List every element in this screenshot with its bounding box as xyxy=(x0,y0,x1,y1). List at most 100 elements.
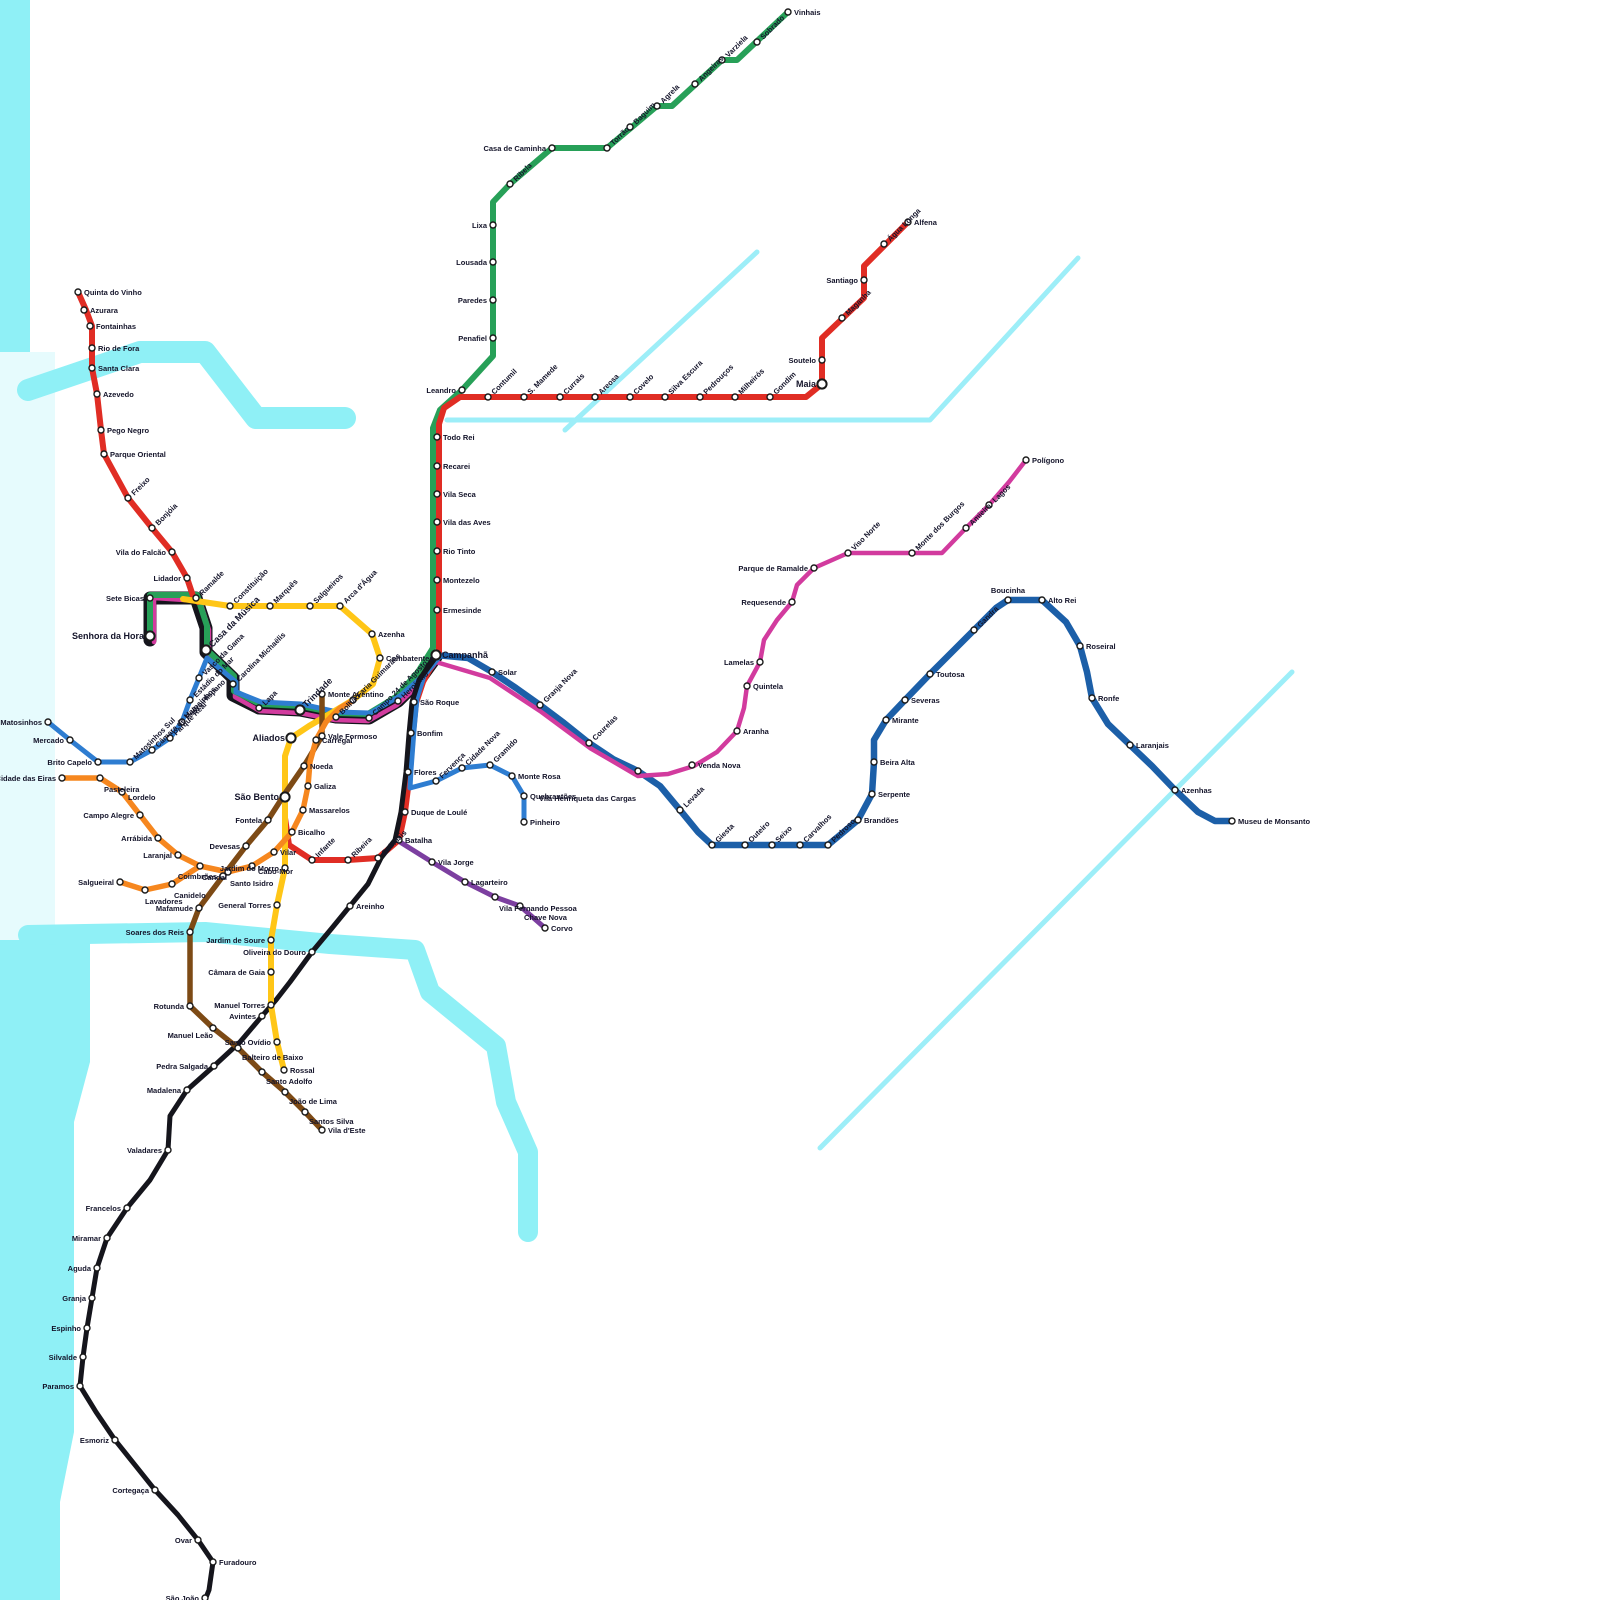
station-marker[interactable] xyxy=(901,696,909,704)
station-marker[interactable] xyxy=(209,1558,217,1566)
station-marker[interactable] xyxy=(164,1146,172,1154)
station-marker[interactable] xyxy=(88,344,96,352)
station-marker[interactable] xyxy=(74,288,82,296)
station-marker[interactable] xyxy=(186,1002,194,1010)
station-marker[interactable] xyxy=(433,576,441,584)
station-marker[interactable] xyxy=(516,902,524,910)
station-marker[interactable] xyxy=(1004,596,1012,604)
station-marker[interactable] xyxy=(88,1294,96,1302)
station-marker[interactable] xyxy=(816,378,828,390)
station-marker[interactable] xyxy=(118,788,126,796)
station-marker[interactable] xyxy=(148,524,156,532)
station-marker[interactable] xyxy=(96,774,104,782)
station-marker[interactable] xyxy=(166,734,174,742)
station-marker[interactable] xyxy=(93,1264,101,1272)
station-marker[interactable] xyxy=(585,739,593,747)
station-marker[interactable] xyxy=(168,548,176,556)
station-marker[interactable] xyxy=(626,123,634,131)
station-marker[interactable] xyxy=(488,668,496,676)
station-marker[interactable] xyxy=(288,828,296,836)
station-marker[interactable] xyxy=(548,144,556,152)
station-marker[interactable] xyxy=(111,1436,119,1444)
station-marker[interactable] xyxy=(219,872,227,880)
station-marker[interactable] xyxy=(1088,694,1096,702)
station-marker[interactable] xyxy=(368,630,376,638)
station-marker[interactable] xyxy=(123,1204,131,1212)
station-marker[interactable] xyxy=(210,1062,218,1070)
station-marker[interactable] xyxy=(508,772,516,780)
station-marker[interactable] xyxy=(854,816,862,824)
station-marker[interactable] xyxy=(183,1086,191,1094)
station-marker[interactable] xyxy=(520,818,528,826)
station-marker[interactable] xyxy=(86,322,94,330)
station-marker[interactable] xyxy=(489,334,497,342)
station-marker[interactable] xyxy=(318,732,326,740)
station-marker[interactable] xyxy=(174,851,182,859)
station-marker[interactable] xyxy=(264,816,272,824)
station-marker[interactable] xyxy=(962,524,970,532)
station-marker[interactable] xyxy=(784,8,792,16)
station-marker[interactable] xyxy=(318,690,326,698)
station-marker[interactable] xyxy=(756,658,764,666)
station-marker[interactable] xyxy=(810,564,818,572)
station-marker[interactable] xyxy=(349,696,357,704)
station-marker[interactable] xyxy=(332,713,340,721)
station-marker[interactable] xyxy=(294,704,306,716)
station-marker[interactable] xyxy=(281,1088,289,1096)
station-marker[interactable] xyxy=(634,767,642,775)
station-marker[interactable] xyxy=(267,1001,275,1009)
station-marker[interactable] xyxy=(653,102,661,110)
station-marker[interactable] xyxy=(267,968,275,976)
station-marker[interactable] xyxy=(141,886,149,894)
station-marker[interactable] xyxy=(489,296,497,304)
station-marker[interactable] xyxy=(489,221,497,229)
station-marker[interactable] xyxy=(1228,817,1236,825)
station-marker[interactable] xyxy=(279,791,291,803)
station-marker[interactable] xyxy=(229,680,237,688)
station-marker[interactable] xyxy=(301,1108,309,1116)
station-marker[interactable] xyxy=(394,697,402,705)
station-marker[interactable] xyxy=(318,1126,326,1134)
station-marker[interactable] xyxy=(603,144,611,152)
station-marker[interactable] xyxy=(908,549,916,557)
station-marker[interactable] xyxy=(201,1594,209,1600)
station-marker[interactable] xyxy=(661,393,669,401)
station-marker[interactable] xyxy=(433,490,441,498)
station-marker[interactable] xyxy=(224,868,232,876)
station-marker[interactable] xyxy=(768,841,776,849)
station-marker[interactable] xyxy=(66,736,74,744)
station-marker[interactable] xyxy=(401,808,409,816)
station-marker[interactable] xyxy=(273,901,281,909)
station-marker[interactable] xyxy=(838,314,846,322)
station-marker[interactable] xyxy=(186,928,194,936)
station-marker[interactable] xyxy=(270,848,278,856)
station-marker[interactable] xyxy=(308,856,316,864)
station-marker[interactable] xyxy=(486,761,494,769)
station-marker[interactable] xyxy=(432,777,440,785)
station-marker[interactable] xyxy=(461,878,469,886)
station-marker[interactable] xyxy=(248,862,256,870)
station-marker[interactable] xyxy=(1038,596,1046,604)
station-marker[interactable] xyxy=(484,393,492,401)
station-marker[interactable] xyxy=(818,356,826,364)
station-marker[interactable] xyxy=(860,276,868,284)
station-marker[interactable] xyxy=(266,602,274,610)
station-marker[interactable] xyxy=(741,841,749,849)
station-marker[interactable] xyxy=(234,1044,242,1052)
station-marker[interactable] xyxy=(97,426,105,434)
station-marker[interactable] xyxy=(103,1234,111,1242)
station-marker[interactable] xyxy=(458,764,466,772)
station-marker[interactable] xyxy=(428,858,436,866)
station-marker[interactable] xyxy=(365,714,373,722)
station-marker[interactable] xyxy=(312,736,320,744)
station-marker[interactable] xyxy=(407,729,415,737)
station-marker[interactable] xyxy=(718,56,726,64)
station-marker[interactable] xyxy=(688,761,696,769)
station-marker[interactable] xyxy=(985,501,993,509)
station-marker[interactable] xyxy=(308,948,316,956)
station-marker[interactable] xyxy=(536,701,544,709)
station-marker[interactable] xyxy=(696,393,704,401)
station-marker[interactable] xyxy=(196,862,204,870)
station-marker[interactable] xyxy=(491,893,499,901)
station-marker[interactable] xyxy=(844,549,852,557)
